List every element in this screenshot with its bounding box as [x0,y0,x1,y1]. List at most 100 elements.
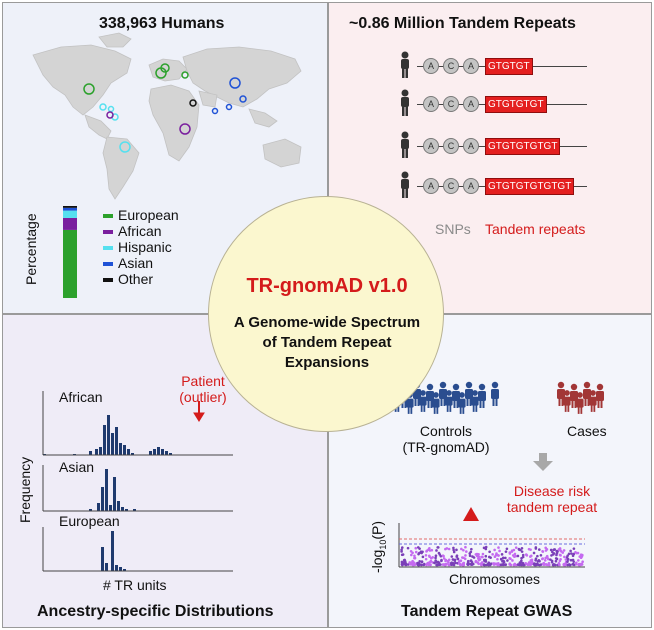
person-figure [410,406,413,414]
gwas-graphic [387,381,604,568]
world-map-continents [32,32,302,200]
person-figure [597,400,600,408]
map-circle [229,77,241,89]
manhattan-point [430,548,434,552]
person-figure [587,398,590,406]
manhattan-point [572,563,576,567]
manhattan-point [572,547,576,550]
manhattan-point [413,554,416,558]
center-subtitle: A Genome-wide Spectrum of Tandem Repeat … [209,313,445,373]
person-icon [401,171,409,198]
manhattan-point [581,560,584,564]
gwas-title: Tandem Repeat GWAS [401,603,573,620]
manhattan-point [567,563,571,566]
controls-label: Controls (TR-gnomAD) [391,423,501,455]
manhattan-point [578,555,582,558]
histogram-bar [113,477,116,511]
controls-label-line1: Controls [419,423,473,439]
manhattan-point [564,558,568,561]
manhattan-point [435,549,438,552]
person-figure [465,381,473,389]
manhattan-point [510,549,514,552]
manhattan-point [410,553,413,557]
manhattan-point [521,555,525,559]
person-figure [433,406,436,414]
manhattan-point [491,553,494,556]
person-figure [417,398,420,406]
histogram-bar [127,449,130,455]
person-figure [419,396,427,406]
manhattan-point [501,560,504,563]
manhattan-point [484,554,488,558]
manhattan-point [575,551,578,555]
risk-label: Disease risk tandem repeat [497,483,607,515]
manhattan-point [557,548,561,551]
tandem-repeat-sequence: GTGTGTGTGTGT [485,178,575,195]
map-circle [179,123,191,135]
manhattan-point [558,563,561,567]
histogram-bar [123,445,126,455]
manhattan-point [516,554,520,558]
histogram-bars [43,415,172,571]
manhattan-point [469,550,473,554]
manhattan-point [555,553,558,557]
cases-people-icon [557,381,604,414]
manhattan-point [475,560,478,564]
manhattan-point [447,547,451,551]
person-figure [458,398,466,408]
person-figure [596,391,604,401]
histogram-bar [121,507,124,511]
legend-label: Other [118,271,154,287]
tandem-repeats-legend-label: Tandem repeats [485,221,586,237]
person-figure [439,381,447,389]
person-figure [563,396,571,406]
group-label-asian: Asian [59,459,95,475]
person-figure [472,390,478,396]
manhattan-point [462,561,466,565]
risk-label-line1: Disease risk [513,483,591,499]
percentage-axis-label: Percentage [23,213,39,285]
manhattan-point [418,551,421,555]
map-circle [107,105,115,113]
person-figure [589,396,597,406]
manhattan-point [452,546,455,550]
manhattan-point [545,548,549,551]
person-figure [596,383,604,391]
manhattan-point [569,558,573,562]
stack-segment-african [63,217,77,230]
frequency-axis-label: Frequency [17,456,33,523]
person-figure [446,390,452,396]
person-figure [593,404,596,412]
manhattan-point [563,562,566,566]
manhattan-point [412,563,415,567]
manhattan-point [420,563,423,567]
manhattan-point [433,561,436,565]
manhattan-point [447,563,451,567]
manhattan-point [499,563,503,567]
person-figure [584,398,587,406]
histogram-bar [119,567,122,571]
manhattan-point [563,555,566,559]
histogram-bar [131,453,134,455]
person-figure [445,396,453,406]
manhattan-point [575,561,578,565]
legend-item: European [103,207,179,223]
manhattan-point [449,561,453,565]
histogram-bar [99,447,102,455]
person-figure [492,398,495,406]
legend-label: European [118,207,179,223]
manhattan-point [436,546,440,549]
snp-circle: C [443,138,459,154]
manhattan-point [520,550,524,553]
patient-label: Patient (outlier) [173,373,233,405]
manhattan-point [537,558,541,562]
manhattan-point [441,563,445,566]
tr-units-axis-label: # TR units [103,577,167,593]
manhattan-point [545,563,549,567]
manhattan-point [495,552,498,555]
legend-label: Asian [118,255,154,271]
manhattan-point [476,557,480,560]
group-label-european: European [59,513,120,529]
histogram-axes [42,391,233,572]
manhattan-point [500,553,504,556]
